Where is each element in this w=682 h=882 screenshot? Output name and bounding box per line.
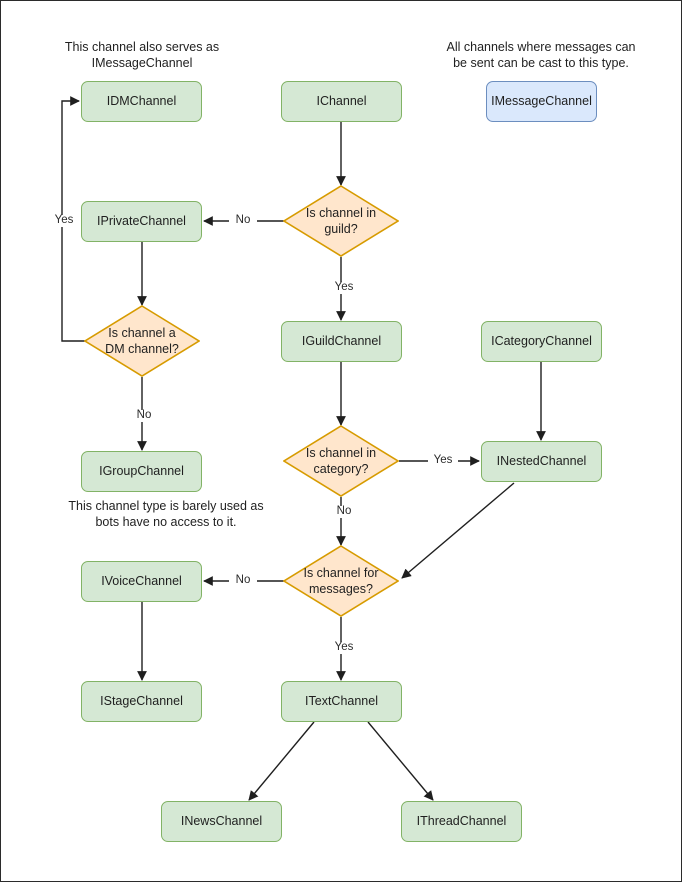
edge-label-guild-yes: Yes bbox=[329, 281, 359, 294]
decision-is-for-messages[interactable]: Is channel for messages? bbox=[283, 545, 399, 617]
decision-is-in-category-line-2: category? bbox=[313, 462, 369, 476]
node-iguild-channel[interactable]: IGuildChannel bbox=[281, 321, 402, 362]
node-igroup-channel-label: IGroupChannel bbox=[99, 463, 184, 478]
diamond-shape bbox=[283, 425, 399, 497]
edge-inested-to-is-for-messages bbox=[401, 482, 515, 579]
edge-label-dm-no: No bbox=[130, 409, 158, 422]
node-icategory-channel[interactable]: ICategoryChannel bbox=[481, 321, 602, 362]
node-idm-channel-label: IDMChannel bbox=[106, 93, 177, 108]
node-inews-channel-label: INewsChannel bbox=[180, 813, 263, 828]
edge-itext-to-inews bbox=[248, 721, 315, 801]
node-inews-channel[interactable]: INewsChannel bbox=[161, 801, 282, 842]
node-inested-channel[interactable]: INestedChannel bbox=[481, 441, 602, 482]
decision-is-in-category-line-1: Is channel in bbox=[305, 445, 377, 460]
node-iprivate-channel-label: IPrivateChannel bbox=[97, 213, 186, 228]
node-itext-channel-label: ITextChannel bbox=[305, 693, 378, 708]
note-message-line-1: All channels where messages can bbox=[446, 40, 636, 54]
decision-is-in-guild-line-1: Is channel in bbox=[305, 205, 377, 220]
edge-label-guild-no: No bbox=[229, 214, 257, 227]
diamond-shape bbox=[283, 185, 399, 257]
node-igroup-channel[interactable]: IGroupChannel bbox=[81, 451, 202, 492]
decision-is-dm-channel-line-1: Is channel a bbox=[108, 325, 176, 340]
node-istage-channel-label: IStageChannel bbox=[100, 693, 183, 708]
node-iprivate-channel[interactable]: IPrivateChannel bbox=[81, 201, 202, 242]
node-iguild-channel-label: IGuildChannel bbox=[301, 333, 382, 348]
note-group-line-2: bots have no access to it. bbox=[95, 515, 237, 530]
node-itext-channel[interactable]: ITextChannel bbox=[281, 681, 402, 722]
node-ithread-channel-label: IThreadChannel bbox=[416, 813, 507, 828]
edge-label-category-yes: Yes bbox=[428, 454, 458, 467]
edge-label-dm-yes: Yes bbox=[49, 214, 79, 227]
note-dm-channel: This channel also serves as IMessageChan… bbox=[52, 39, 232, 72]
node-icategory-channel-label: ICategoryChannel bbox=[491, 333, 592, 348]
node-inested-channel-label: INestedChannel bbox=[496, 453, 587, 468]
note-dm-line-1: This channel also serves as bbox=[64, 40, 220, 54]
node-ichannel[interactable]: IChannel bbox=[281, 81, 402, 122]
edge-itext-to-ithread bbox=[367, 721, 434, 801]
decision-is-for-messages-line-2: messages? bbox=[309, 582, 373, 596]
edge-label-messages-yes: Yes bbox=[329, 641, 359, 654]
decision-is-dm-channel[interactable]: Is channel a DM channel? bbox=[84, 305, 200, 377]
node-imessage-channel[interactable]: IMessageChannel bbox=[486, 81, 597, 122]
note-group-channel: This channel type is barely used as bots… bbox=[41, 498, 291, 531]
node-istage-channel[interactable]: IStageChannel bbox=[81, 681, 202, 722]
decision-is-in-guild-line-2: guild? bbox=[324, 222, 358, 236]
node-ivoice-channel[interactable]: IVoiceChannel bbox=[81, 561, 202, 602]
diamond-shape bbox=[283, 545, 399, 617]
diamond-shape bbox=[84, 305, 200, 377]
decision-is-in-guild[interactable]: Is channel in guild? bbox=[283, 185, 399, 257]
edge-label-category-no: No bbox=[330, 505, 358, 518]
node-ivoice-channel-label: IVoiceChannel bbox=[101, 573, 182, 588]
note-group-line-1: This channel type is barely used as bbox=[68, 499, 264, 513]
decision-is-for-messages-line-1: Is channel for bbox=[303, 565, 379, 580]
node-ithread-channel[interactable]: IThreadChannel bbox=[401, 801, 522, 842]
node-idm-channel[interactable]: IDMChannel bbox=[81, 81, 202, 122]
node-imessage-channel-label: IMessageChannel bbox=[491, 93, 592, 108]
edge-label-messages-no: No bbox=[229, 574, 257, 587]
note-message-channel: All channels where messages can be sent … bbox=[431, 39, 651, 72]
note-message-line-2: be sent can be cast to this type. bbox=[453, 56, 629, 71]
decision-is-dm-channel-line-2: DM channel? bbox=[105, 342, 179, 356]
note-dm-line-2: IMessageChannel bbox=[91, 56, 193, 71]
node-ichannel-label: IChannel bbox=[316, 93, 367, 108]
decision-is-in-category[interactable]: Is channel in category? bbox=[283, 425, 399, 497]
